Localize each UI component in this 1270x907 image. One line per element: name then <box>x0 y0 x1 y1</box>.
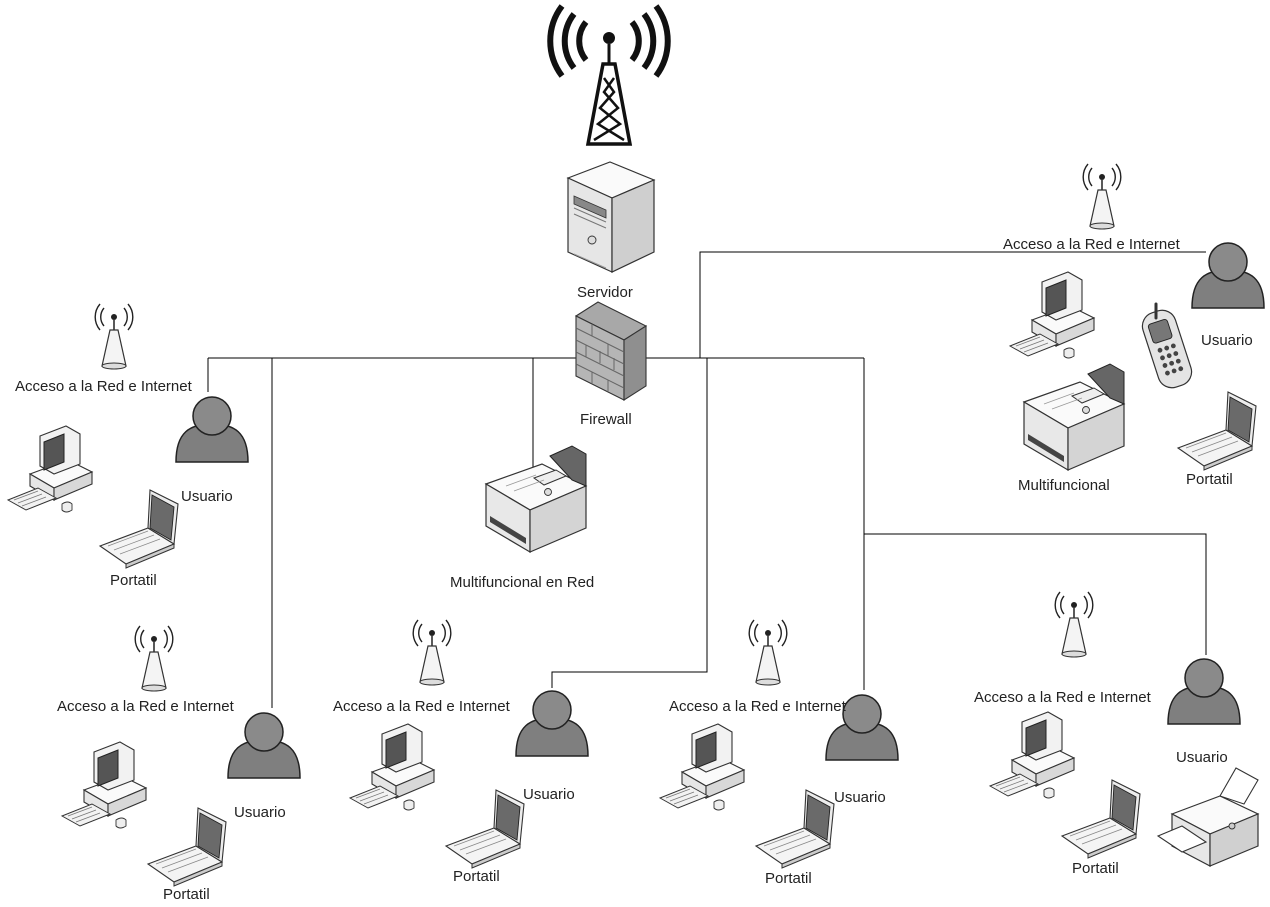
small-printer-icon <box>1157 767 1259 867</box>
access-label-bottom-right: Acceso a la Red e Internet <box>974 689 1151 706</box>
user-icon <box>1191 242 1265 309</box>
radio-tower-icon <box>547 4 671 146</box>
user-label-bottom-center: Usuario <box>523 786 575 803</box>
laptop-label-bottom-center: Portatil <box>453 868 500 885</box>
laptop-icon <box>445 789 525 869</box>
wireless-ap-icon <box>94 303 134 370</box>
link-user-top-right <box>699 251 1206 358</box>
user-icon <box>227 712 301 779</box>
desktop-pc-icon <box>61 741 147 829</box>
user-label-left: Usuario <box>181 488 233 505</box>
multifunction-label: Multifuncional <box>1018 477 1110 494</box>
user-label-top-right: Usuario <box>1201 332 1253 349</box>
user-label-bottom-right: Usuario <box>1176 749 1228 766</box>
wireless-ap-icon <box>134 625 174 692</box>
access-label-bottom-mid: Acceso a la Red e Internet <box>669 698 846 715</box>
network-printer-label: Multifuncional en Red <box>450 574 595 591</box>
access-label-left: Acceso a la Red e Internet <box>15 378 192 395</box>
laptop-icon <box>1061 779 1141 859</box>
laptop-label-bottom-mid: Portatil <box>765 870 812 887</box>
link-user-bottom-right <box>864 533 1207 655</box>
laptop-label-bottom-left: Portatil <box>163 886 210 903</box>
printer-icon <box>1023 363 1125 471</box>
network-links <box>207 251 1207 708</box>
user-icon <box>1167 658 1241 725</box>
wireless-ap-icon <box>412 619 452 686</box>
printer-icon <box>485 445 587 553</box>
laptop-label-bottom-right: Portatil <box>1072 860 1119 877</box>
server-icon <box>566 161 656 273</box>
laptop-icon <box>1177 391 1257 471</box>
user-label-bottom-left: Usuario <box>234 804 286 821</box>
access-label-bottom-left: Acceso a la Red e Internet <box>57 698 234 715</box>
laptop-icon <box>99 489 179 569</box>
firewall-label: Firewall <box>580 411 632 428</box>
laptop-label-left: Portatil <box>110 572 157 589</box>
access-label-bottom-center: Acceso a la Red e Internet <box>333 698 510 715</box>
mobile-phone-icon <box>1137 302 1197 393</box>
laptop-icon <box>755 789 835 869</box>
user-icon <box>515 690 589 757</box>
wireless-ap-icon <box>1082 163 1122 230</box>
user-label-bottom-mid: Usuario <box>834 789 886 806</box>
firewall-icon <box>574 301 648 402</box>
wireless-ap-icon <box>748 619 788 686</box>
laptop-label-top-right: Portatil <box>1186 471 1233 488</box>
desktop-pc-icon <box>1009 271 1095 359</box>
desktop-pc-icon <box>659 723 745 811</box>
desktop-pc-icon <box>7 425 93 513</box>
link-user-bottom-center <box>551 358 708 688</box>
wireless-ap-icon <box>1054 591 1094 658</box>
access-label-top-right: Acceso a la Red e Internet <box>1003 236 1180 253</box>
laptop-icon <box>147 807 227 887</box>
server-label: Servidor <box>577 284 633 301</box>
desktop-pc-icon <box>349 723 435 811</box>
user-icon <box>175 396 249 463</box>
desktop-pc-icon <box>989 711 1075 799</box>
